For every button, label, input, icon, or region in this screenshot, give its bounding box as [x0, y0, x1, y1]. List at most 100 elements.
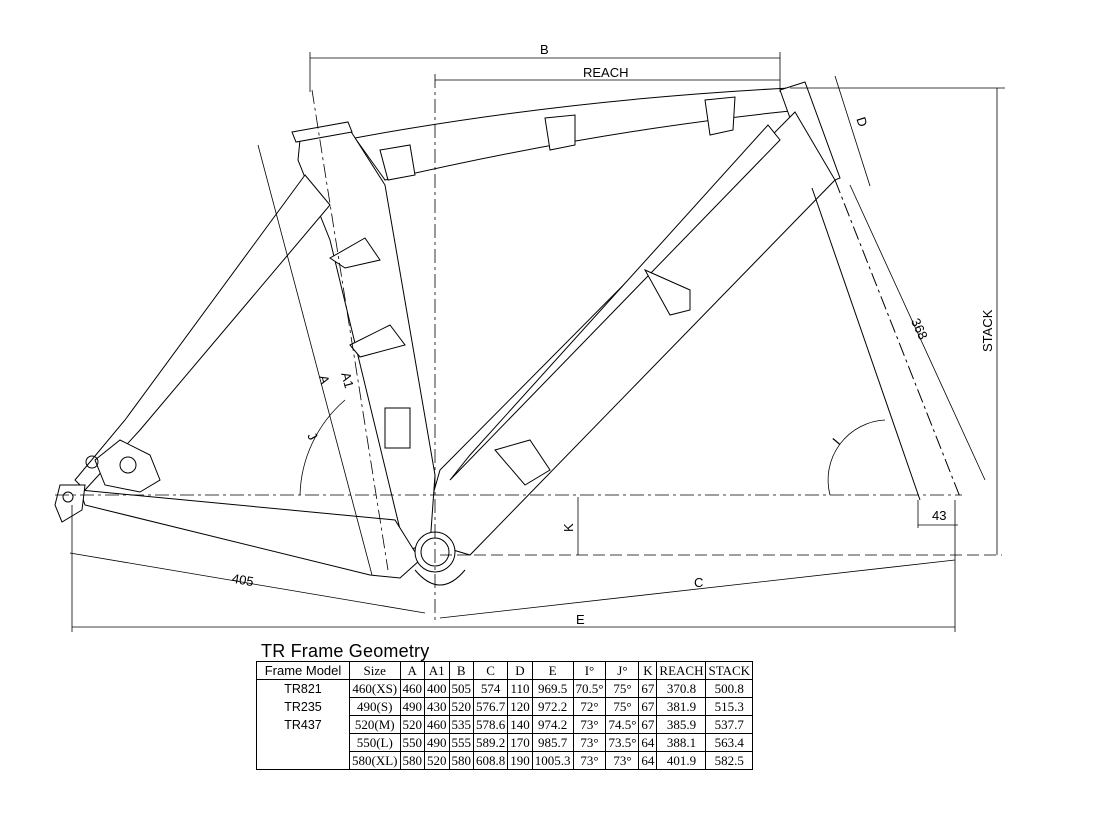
table-cell: 550 — [399, 733, 425, 752]
table-cell: 73.5° — [605, 733, 640, 752]
seat-stay — [74, 174, 331, 491]
table-cell: 580 — [448, 751, 474, 770]
table-cell: 563.4 — [705, 733, 754, 752]
dim-c-line — [439, 559, 956, 619]
table-cell: 535 — [448, 715, 474, 734]
table-cell: 500.8 — [705, 679, 754, 698]
table-cell: 985.7 — [531, 733, 574, 752]
table-cell: 580 — [399, 751, 425, 770]
label-a1: A1 — [338, 370, 357, 389]
dim-405-line — [69, 552, 426, 614]
table-cell: 388.1 — [656, 733, 707, 752]
table-cell: 385.9 — [656, 715, 707, 734]
table-cell: 490 — [424, 733, 450, 752]
table-cell: 73° — [572, 715, 607, 734]
table-cell: 67 — [638, 697, 658, 716]
table-cell: 608.8 — [472, 751, 509, 770]
table-cell: 574 — [472, 679, 509, 698]
column-header: REACH — [656, 661, 707, 680]
table-cell: 401.9 — [656, 751, 707, 770]
table-cell: 74.5° — [605, 715, 640, 734]
table-cell: 400 — [424, 679, 450, 698]
table-cell: 190 — [507, 751, 533, 770]
angle-j-arc — [299, 399, 346, 496]
label-43: 43 — [932, 508, 946, 523]
table-cell: 490(S) — [349, 697, 401, 716]
seat-clamp — [291, 121, 353, 143]
fork-line — [811, 179, 961, 501]
label-i: I — [829, 435, 843, 447]
label-e: E — [576, 612, 585, 627]
table-cell: 520(M) — [349, 715, 401, 734]
column-header: B — [448, 661, 474, 680]
dim-d-line — [834, 75, 871, 187]
column-header: STACK — [705, 661, 754, 680]
column-header: D — [507, 661, 533, 680]
chain-stay — [79, 489, 421, 579]
table-cell: 170 — [507, 733, 533, 752]
table-cell: 64 — [638, 751, 658, 770]
column-header: A1 — [424, 661, 450, 680]
table-cell: 67 — [638, 715, 658, 734]
table-cell: 140 — [507, 715, 533, 734]
table-cell: 972.2 — [531, 697, 574, 716]
table-cell: 67 — [638, 679, 658, 698]
table-cell: 120 — [507, 697, 533, 716]
table-cell: 555 — [448, 733, 474, 752]
table-cell: 73° — [605, 751, 640, 770]
table-cell: 430 — [424, 697, 450, 716]
label-a: A — [316, 373, 333, 386]
brake-caliper — [85, 439, 161, 493]
down-tube — [419, 111, 836, 556]
table-cell: 75° — [605, 679, 640, 698]
label-j: J — [304, 430, 320, 443]
label-b: B — [540, 42, 549, 57]
angle-i-arc — [827, 419, 886, 496]
dim-a-line — [257, 144, 373, 576]
dim-368-line — [849, 184, 986, 481]
table-cell: 73° — [572, 733, 607, 752]
table-cell: 370.8 — [656, 679, 707, 698]
label-c: C — [694, 575, 703, 590]
table-cell: 460 — [424, 715, 450, 734]
table-cell: 70.5° — [572, 679, 607, 698]
table-cell: 550(L) — [349, 733, 401, 752]
frame-model: TR821 — [284, 682, 322, 696]
frame-model: TR235 — [284, 700, 322, 714]
table-cell: 75° — [605, 697, 640, 716]
table-cell: 460(XS) — [349, 679, 401, 698]
table-title: TR Frame Geometry — [261, 641, 430, 661]
label-368: 368 — [908, 316, 931, 342]
table-cell: 505 — [448, 679, 474, 698]
column-header: E — [531, 661, 574, 680]
table-cell: 580(XL) — [349, 751, 401, 770]
table-cell: 576.7 — [472, 697, 509, 716]
column-header: I° — [572, 661, 607, 680]
label-stack: STACK — [980, 309, 995, 352]
label-405: 405 — [231, 571, 255, 590]
table-cell: 537.7 — [705, 715, 754, 734]
table-cell: 578.6 — [472, 715, 509, 734]
table-cell: 110 — [507, 679, 533, 698]
table-cell: 520 — [424, 751, 450, 770]
column-header: A — [399, 661, 425, 680]
table-cell: 73° — [572, 751, 607, 770]
column-header: Frame Model — [256, 661, 350, 680]
table-cell: 974.2 — [531, 715, 574, 734]
table-cell: 515.3 — [705, 697, 754, 716]
label-k: K — [561, 523, 576, 532]
column-header: C — [472, 661, 509, 680]
rear-dropout — [54, 484, 86, 523]
table-cell: 582.5 — [705, 751, 754, 770]
column-header: J° — [605, 661, 640, 680]
table-cell: 520 — [448, 697, 474, 716]
